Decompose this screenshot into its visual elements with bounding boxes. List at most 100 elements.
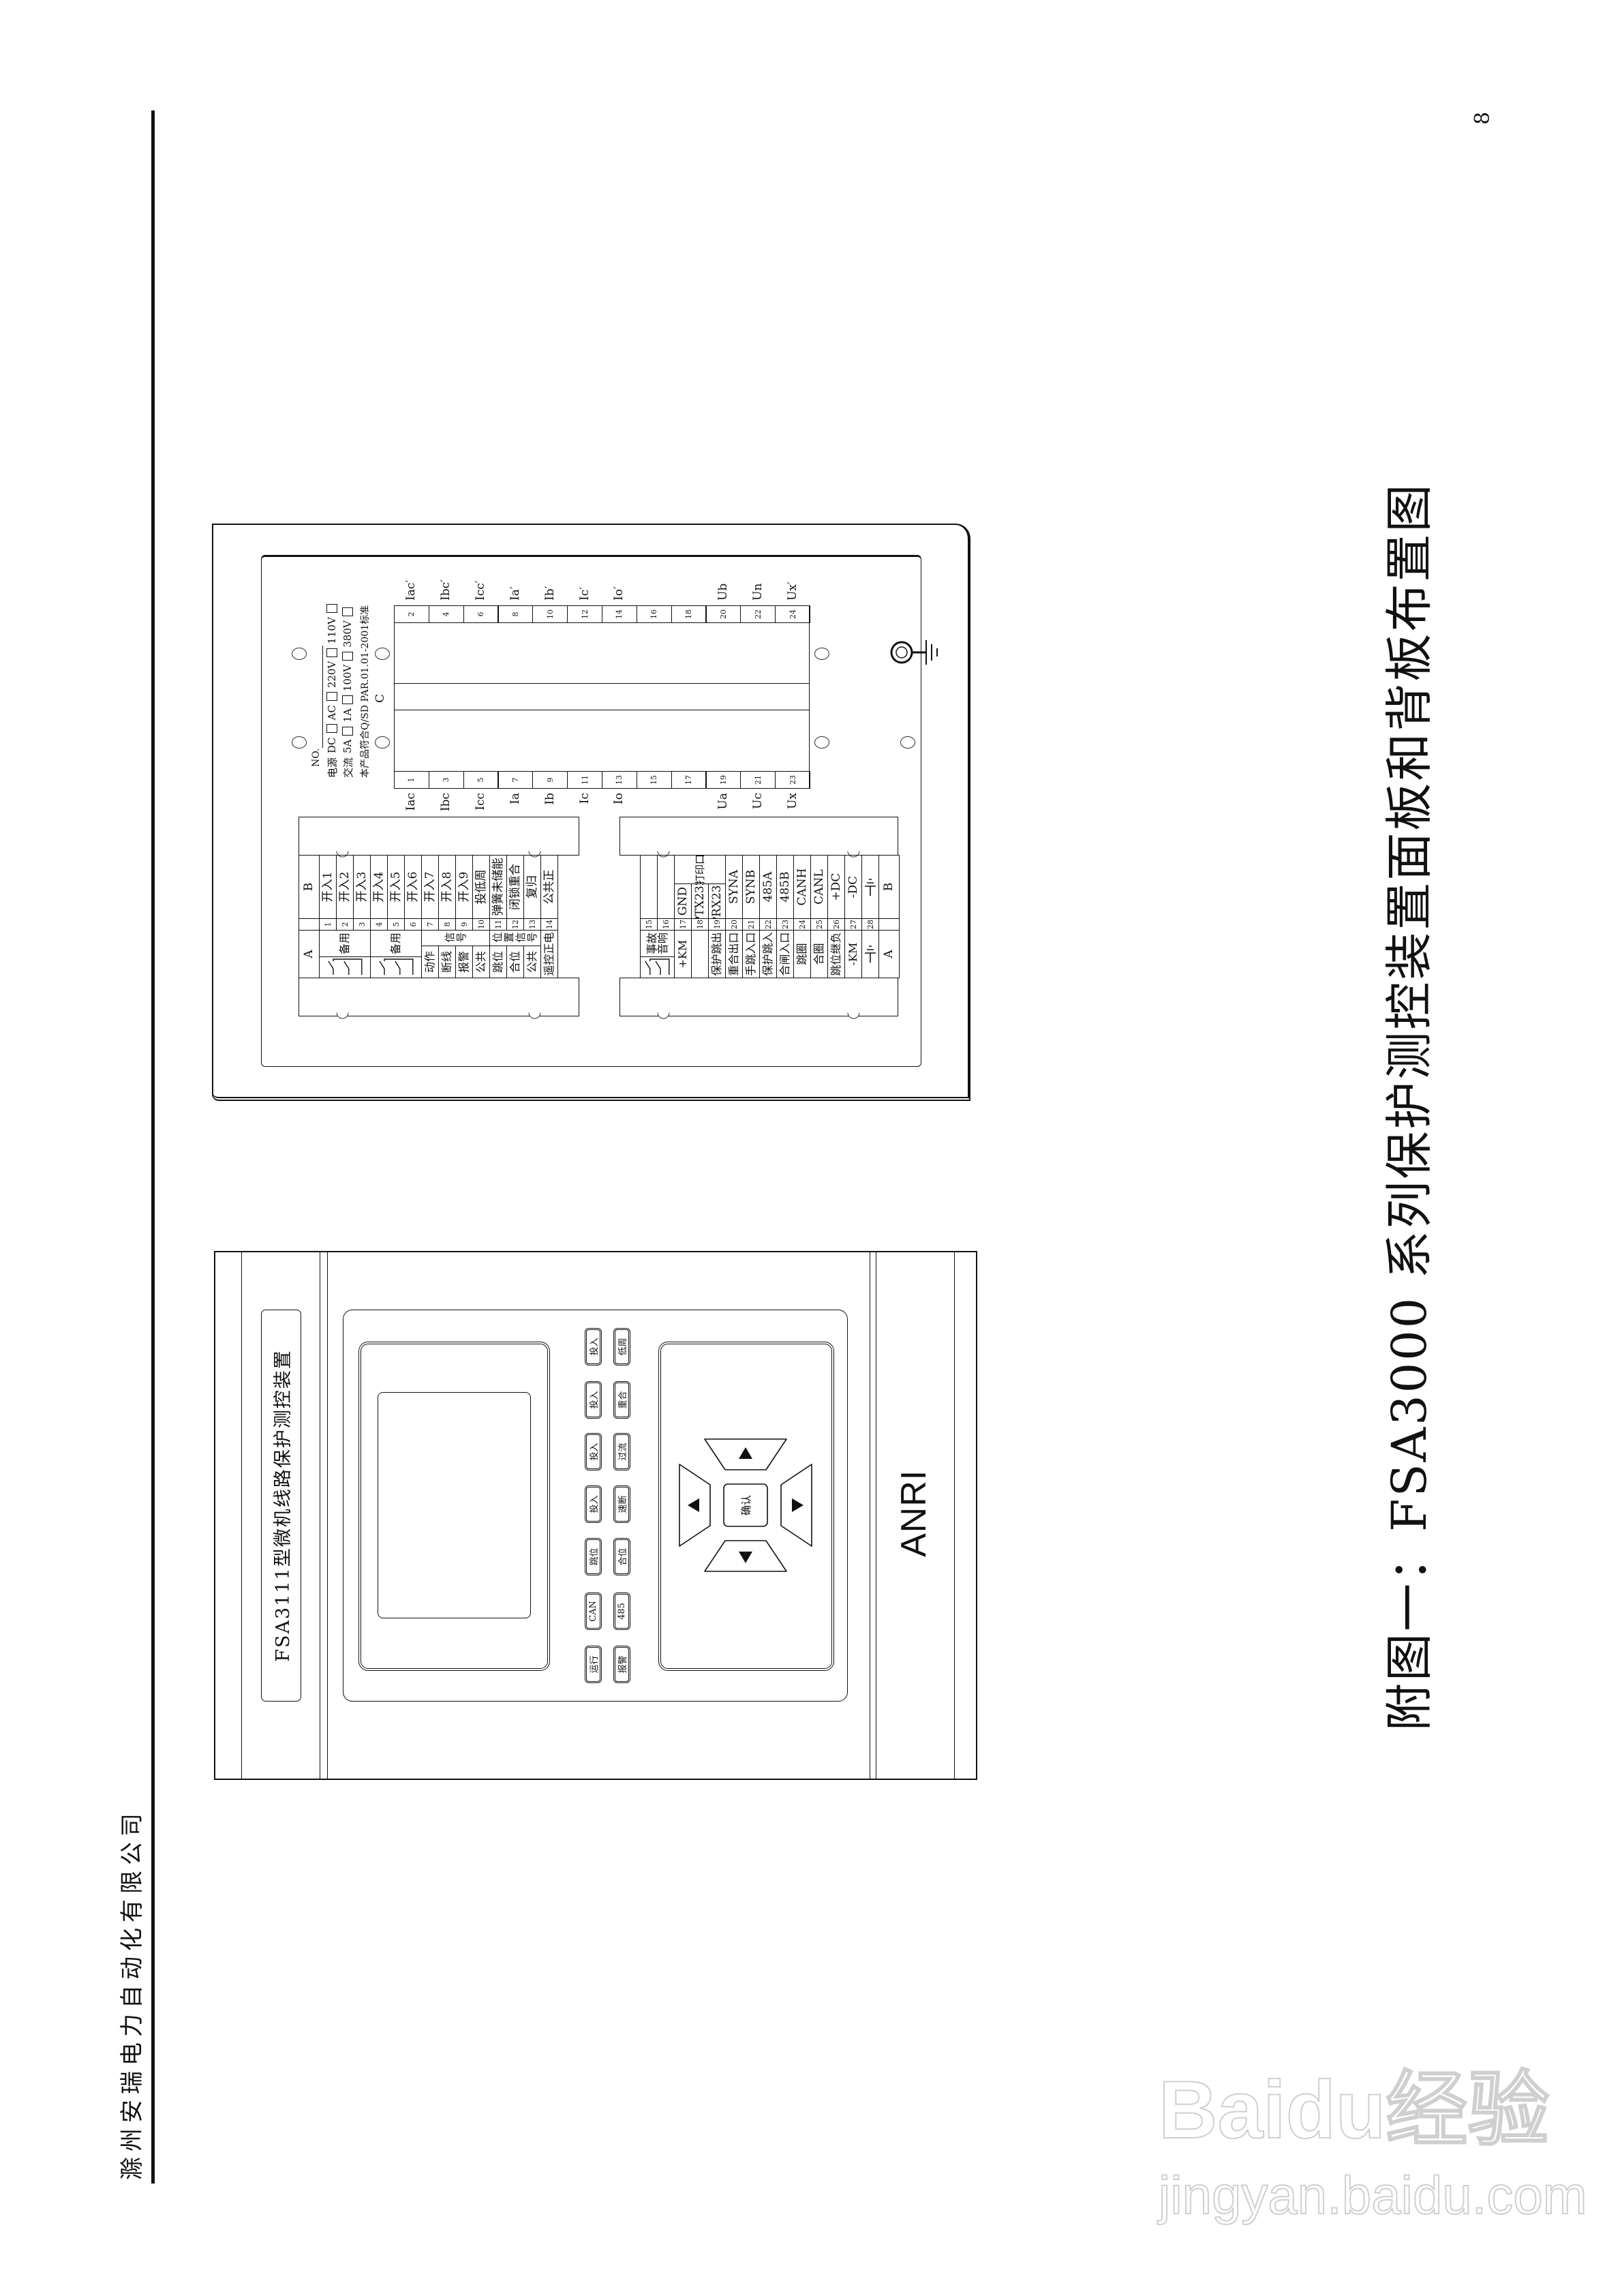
panel-line (327, 1252, 328, 1779)
checkbox (326, 648, 337, 657)
terminal-number: 5 (387, 918, 405, 931)
current-option: 100V (341, 664, 354, 692)
panel-line (954, 1252, 955, 1779)
terminal-label: Icc′ (474, 580, 488, 601)
terminal-number: 3 (353, 918, 371, 931)
checkbox (342, 607, 353, 617)
terminal-b-label: 485B (776, 855, 794, 919)
current-option: 1A (341, 708, 354, 723)
back-panel-drawing: NO. 电源 DC AC 220V 110V 交流 5A 1A 100V 380… (212, 524, 970, 1101)
terminal-b-label: 开入5 (387, 855, 405, 919)
power-option: 110V (326, 617, 338, 644)
terminal-b-label: 投低周 (472, 855, 490, 919)
mounting-hole (375, 648, 390, 660)
terminal-number: 22 (740, 605, 776, 623)
serial-no-line (322, 646, 323, 748)
terminal-b-label: 弹簧未储能 (489, 855, 507, 919)
terminal-number: 1 (394, 771, 429, 789)
terminal-a-label: 跳圈 (793, 930, 811, 978)
indicator-led-label: 跳位 (585, 1538, 602, 1575)
terminal-label: Un (750, 583, 765, 601)
terminal-number: 19 (705, 771, 741, 789)
terminal-number: 20 (725, 918, 743, 931)
terminal-label: Io′ (612, 586, 626, 601)
a-group-header: 信号 (421, 930, 490, 946)
header-rule (151, 110, 155, 2184)
zone-a-label: A (299, 930, 320, 978)
terminal-number (878, 918, 900, 931)
terminal-b-label: 开入6 (404, 855, 422, 919)
terminal-b-label: 开入7 (421, 855, 439, 919)
mounting-hole (900, 736, 915, 749)
ground-terminal-icon (890, 640, 938, 665)
indicator-led-label: 运行 (585, 1646, 602, 1683)
indicator-led-label: 低周 (613, 1328, 630, 1365)
block-c-label: C (373, 693, 387, 703)
terminal-a-label: 手跳入口 (742, 930, 760, 978)
terminal-number: 10 (532, 605, 568, 623)
switch-contact-icon-svg (328, 958, 363, 975)
terminal-number: 16 (657, 918, 675, 931)
terminal-number: 21 (740, 771, 776, 789)
terminal-a-label: 公共 (523, 946, 541, 978)
mounting-hole (292, 736, 307, 749)
company-name: 滁州安瑞电力自动化有限公司 (119, 1808, 146, 2180)
baidu-watermark-url: jingyan.baidu.com (1158, 2164, 1588, 2226)
terminal-cover (619, 978, 898, 1016)
terminal-number: 25 (810, 918, 828, 931)
checkbox (326, 604, 337, 614)
terminal-label: Ia′ (508, 586, 522, 601)
device-title: FSA3111型微机线路保护测控装置 (261, 1310, 301, 1702)
terminal-b-label: 485A (759, 855, 777, 919)
indicator-led-label: CAN (585, 1592, 602, 1630)
zone-b-label: B (299, 855, 320, 919)
lcd-screen (378, 1392, 531, 1618)
terminal-number: 27 (844, 918, 862, 931)
terminal-number: 20 (705, 605, 741, 623)
power-option: DC (326, 737, 338, 753)
terminal-cover (299, 978, 579, 1016)
switch-contact-icon-svg (379, 958, 414, 975)
terminal-b-label: +DC (827, 855, 845, 919)
terminal-number: 12 (506, 918, 524, 931)
ground-icon-svg (865, 946, 876, 963)
terminal-number: 18 (671, 605, 707, 623)
standard-statement: 本产品符合Q/SD PAR.01.01-2001标准 (360, 605, 371, 778)
indicator-led-label: 过流 (613, 1433, 630, 1470)
terminal-number: 17 (671, 771, 707, 789)
terminal-number: 14 (602, 605, 637, 623)
terminal-label: Iac′ (404, 579, 418, 601)
terminal-number: 1 (319, 918, 337, 931)
terminal-a-label: +KM (674, 930, 692, 978)
current-option: 5A (341, 739, 354, 753)
terminal-number: 12 (567, 605, 602, 623)
terminal-number: 5 (463, 771, 499, 789)
terminal-a-label: 保护跳入 (759, 930, 777, 978)
terminal-number: 8 (438, 918, 456, 931)
terminal-a-label (691, 930, 709, 978)
terminal-number: 9 (532, 771, 568, 789)
indicator-led-label: 合位 (613, 1538, 630, 1575)
a-group-header: 备用 (370, 930, 422, 957)
terminal-b-label: PRX232 (708, 883, 726, 919)
switch-contact-icon (640, 956, 675, 978)
terminal-b-label (657, 855, 675, 919)
checkbox (342, 726, 353, 736)
terminal-b-label: 开入4 (370, 855, 388, 919)
ground-icon-svg (865, 879, 876, 896)
terminal-b-label: SYNB (742, 855, 760, 919)
indicator-led-label: 报警 (613, 1646, 630, 1683)
terminal-a-label: 保护跳出 (708, 930, 726, 978)
terminal-number: 8 (498, 605, 534, 623)
confirm-key (723, 1483, 768, 1527)
power-supply-line: 电源 DC AC 220V 110V (324, 604, 339, 778)
terminal-a-label: -KM (844, 930, 862, 978)
checkbox (326, 692, 337, 701)
terminal-number: 26 (827, 918, 845, 931)
baidu-watermark-logo: Baidu经验 (1158, 2064, 1550, 2156)
zone-a-label: A (878, 930, 900, 978)
terminal-b-label: PTX232 (691, 883, 709, 919)
terminal-a-label: 动作 (421, 946, 439, 978)
